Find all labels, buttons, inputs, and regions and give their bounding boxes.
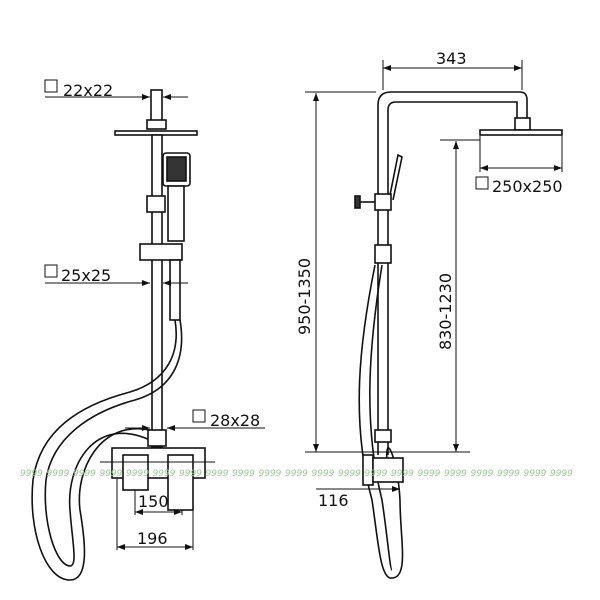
watermark-text: 9999 (20, 469, 43, 479)
front-view: 22x22 25x25 28x28 150 196 (31, 79, 265, 581)
mixer-depth-label: 116 (318, 491, 349, 510)
watermark-text: 9999 (550, 469, 573, 479)
watermark-text: 9999 (126, 469, 149, 479)
arm-reach-label: 343 (436, 49, 467, 68)
watermark-text: 9999 (471, 469, 494, 479)
watermark-text: 9999 (524, 469, 547, 479)
watermark-text: 9999 (100, 469, 123, 479)
watermark-text: 9999 (365, 469, 388, 479)
side-view: 343 950-1350 830-1230 250x250 116 (295, 49, 563, 579)
head-height-label: 830-1230 (436, 273, 455, 350)
top-pipe-size-label: 22x22 (63, 81, 113, 100)
watermark-text: 9999 (232, 469, 255, 479)
watermark-text: 9999 (497, 469, 520, 479)
mixer-pipe-size-label: 28x28 (210, 411, 260, 430)
head-size-label: 250x250 (492, 177, 563, 196)
total-height-label: 950-1350 (295, 258, 314, 335)
watermark-text: 9999 (285, 469, 308, 479)
watermark-text: 9999 (47, 469, 70, 479)
watermark-text: 9999 (206, 469, 229, 479)
watermark-text: 9999 (312, 469, 335, 479)
watermark-text: 9999 (418, 469, 441, 479)
watermark-text: 9999 (259, 469, 282, 479)
watermark-text: 9999 (153, 469, 176, 479)
watermark-text: 9999 (391, 469, 414, 479)
watermark-text: 9999 (444, 469, 467, 479)
mixer-overall-width-label: 196 (137, 529, 168, 548)
watermark-text: 9999 (73, 469, 96, 479)
watermark-text: 9999 (338, 469, 361, 479)
mixer-center-width-label: 150 (138, 492, 169, 511)
watermark-text: 9999 (179, 469, 202, 479)
lower-pipe-size-label: 25x25 (61, 266, 111, 285)
